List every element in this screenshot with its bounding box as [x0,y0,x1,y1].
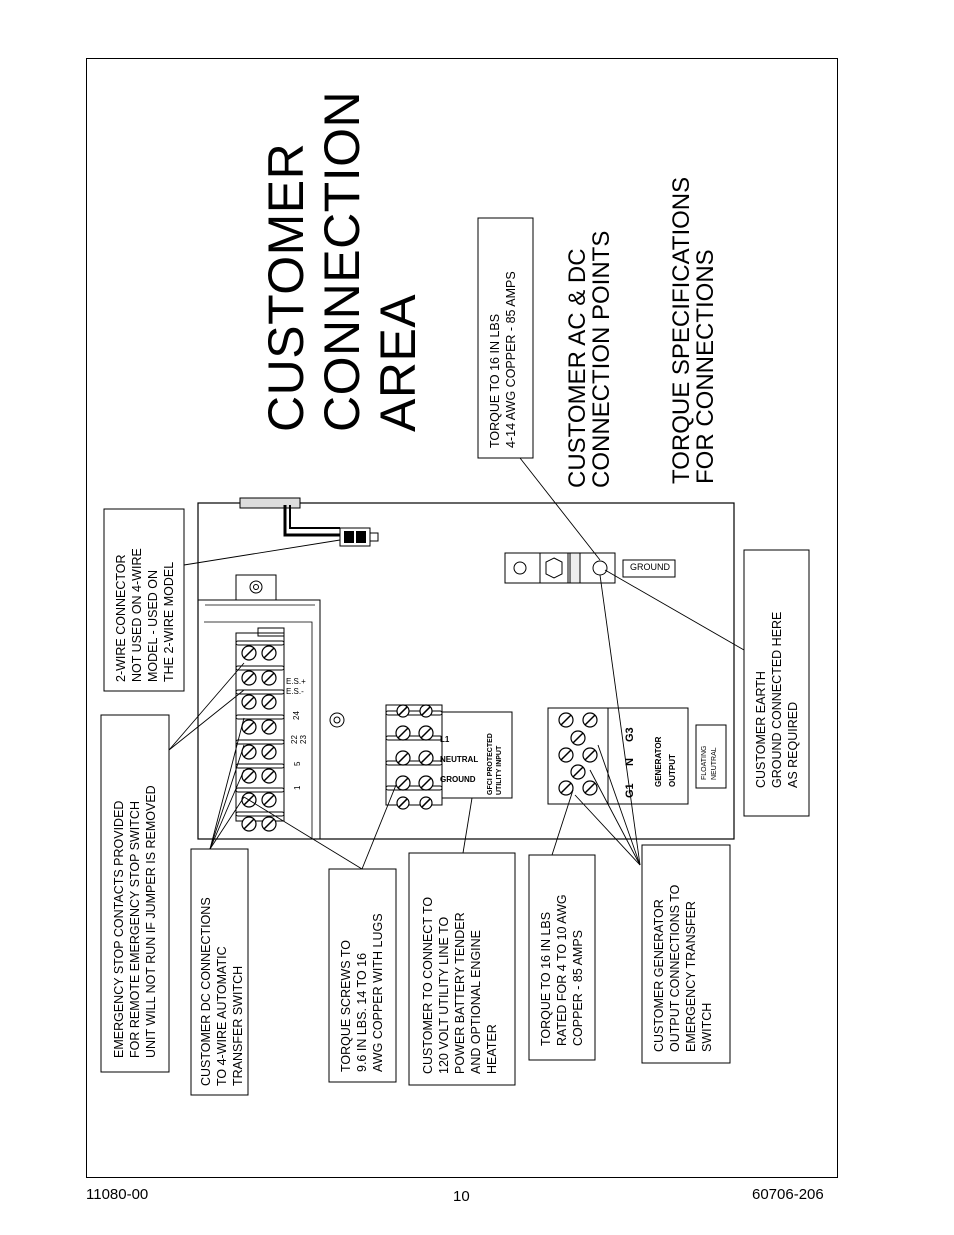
g3-label: G3 [624,727,636,742]
box-emergency [100,714,170,1073]
terminal-bar [235,640,285,646]
utility-terminal-block [385,704,513,810]
n-label: N [624,758,636,766]
footer-left: 11080-00 [86,1186,149,1203]
bracket-tab [235,574,277,601]
g1-label: G1 [624,783,636,798]
dc-terminal-strip [235,627,285,832]
neutral-label: NEUTRAL [440,755,479,764]
note-emergency: EMERGENCY STOP CONTACTS PROVIDED FOR REM… [112,785,158,1058]
terminal-bar [235,739,285,745]
generator-output-label: GENERATOR OUTPUT [654,736,677,787]
page-frame [86,58,838,1178]
terminal-bar [235,811,285,817]
panel-outline [197,502,735,840]
es-minus-label: E.S.- [286,687,304,696]
gfci-label: GFCI PROTECTED UTILITY INPUT [487,733,503,795]
page-title: CUSTOMER CONNECTION AREA [258,90,426,432]
note-gen-output: CUSTOMER GENERATOR OUTPUT CONNECTIONS TO… [652,884,714,1052]
generator-output-block [547,707,727,805]
terminal-1-label: 1 [293,785,302,790]
note-torque-rated: TORQUE TO 16 IN LBS RATED FOR 4 TO 10 AW… [539,894,585,1046]
terminal-bar [235,665,285,671]
box-earth [743,549,810,817]
terminal-bar [385,760,443,766]
box-utility [408,852,516,1086]
box-dc-conn [190,848,249,1096]
box-two-wire [103,508,185,692]
ground-terminal-label: GROUND [440,775,476,784]
es-plus-label: E.S.+ [286,677,306,686]
terminal-bar [235,787,285,793]
terminal-22-label: 22 [290,735,299,744]
floating-neutral-label: FLOATING NEUTRAL [701,745,718,780]
bracket-screw [249,580,263,594]
page-number: 10 [453,1188,470,1205]
note-torque-top: TORQUE TO 16 IN LBS 4-14 AWG COPPER - 85… [488,271,518,448]
note-torque-screws: TORQUE SCREWS TO 9.6 IN LBS. 14 TO 16 AW… [339,913,385,1072]
panel-screw [329,712,345,728]
box-torque-rated [528,854,596,1061]
box-torque-top [477,217,534,459]
terminal-24-label: 24 [292,711,301,720]
terminal-5-label: 5 [293,761,302,766]
l1-label: L1 [440,735,450,744]
footer-right: 60706-206 [752,1186,824,1203]
note-dc-conn: CUSTOMER DC CONNECTIONS TO 4-WIRE AUTOMA… [199,897,245,1086]
ground-bar [504,552,676,584]
terminal-bar [385,710,443,716]
terminal-bar [235,714,285,720]
ground-label: GROUND [630,562,670,572]
note-two-wire: 2-WIRE CONNECTOR NOT USED ON 4-WIRE MODE… [114,548,176,682]
note-utility: CUSTOMER TO CONNECT TO 120 VOLT UTILITY … [421,896,499,1074]
box-torque-screws [328,868,397,1083]
subtitle-torque: TORQUE SPECIFICATIONS FOR CONNECTIONS [668,176,719,484]
box-gen-output [641,844,731,1064]
terminal-bar [235,689,285,695]
cable-2 [289,505,340,529]
terminal-bar [385,735,443,741]
cable [283,505,340,537]
leader-lines [168,457,745,870]
top-plate [239,497,301,509]
terminal-23-label: 23 [299,735,308,744]
subtitle-ac-dc: CUSTOMER AC & DC CONNECTION POINTS [564,230,615,488]
note-earth: CUSTOMER EARTH GROUND CONNECTED HERE AS … [754,611,800,788]
terminal-bar [235,763,285,769]
